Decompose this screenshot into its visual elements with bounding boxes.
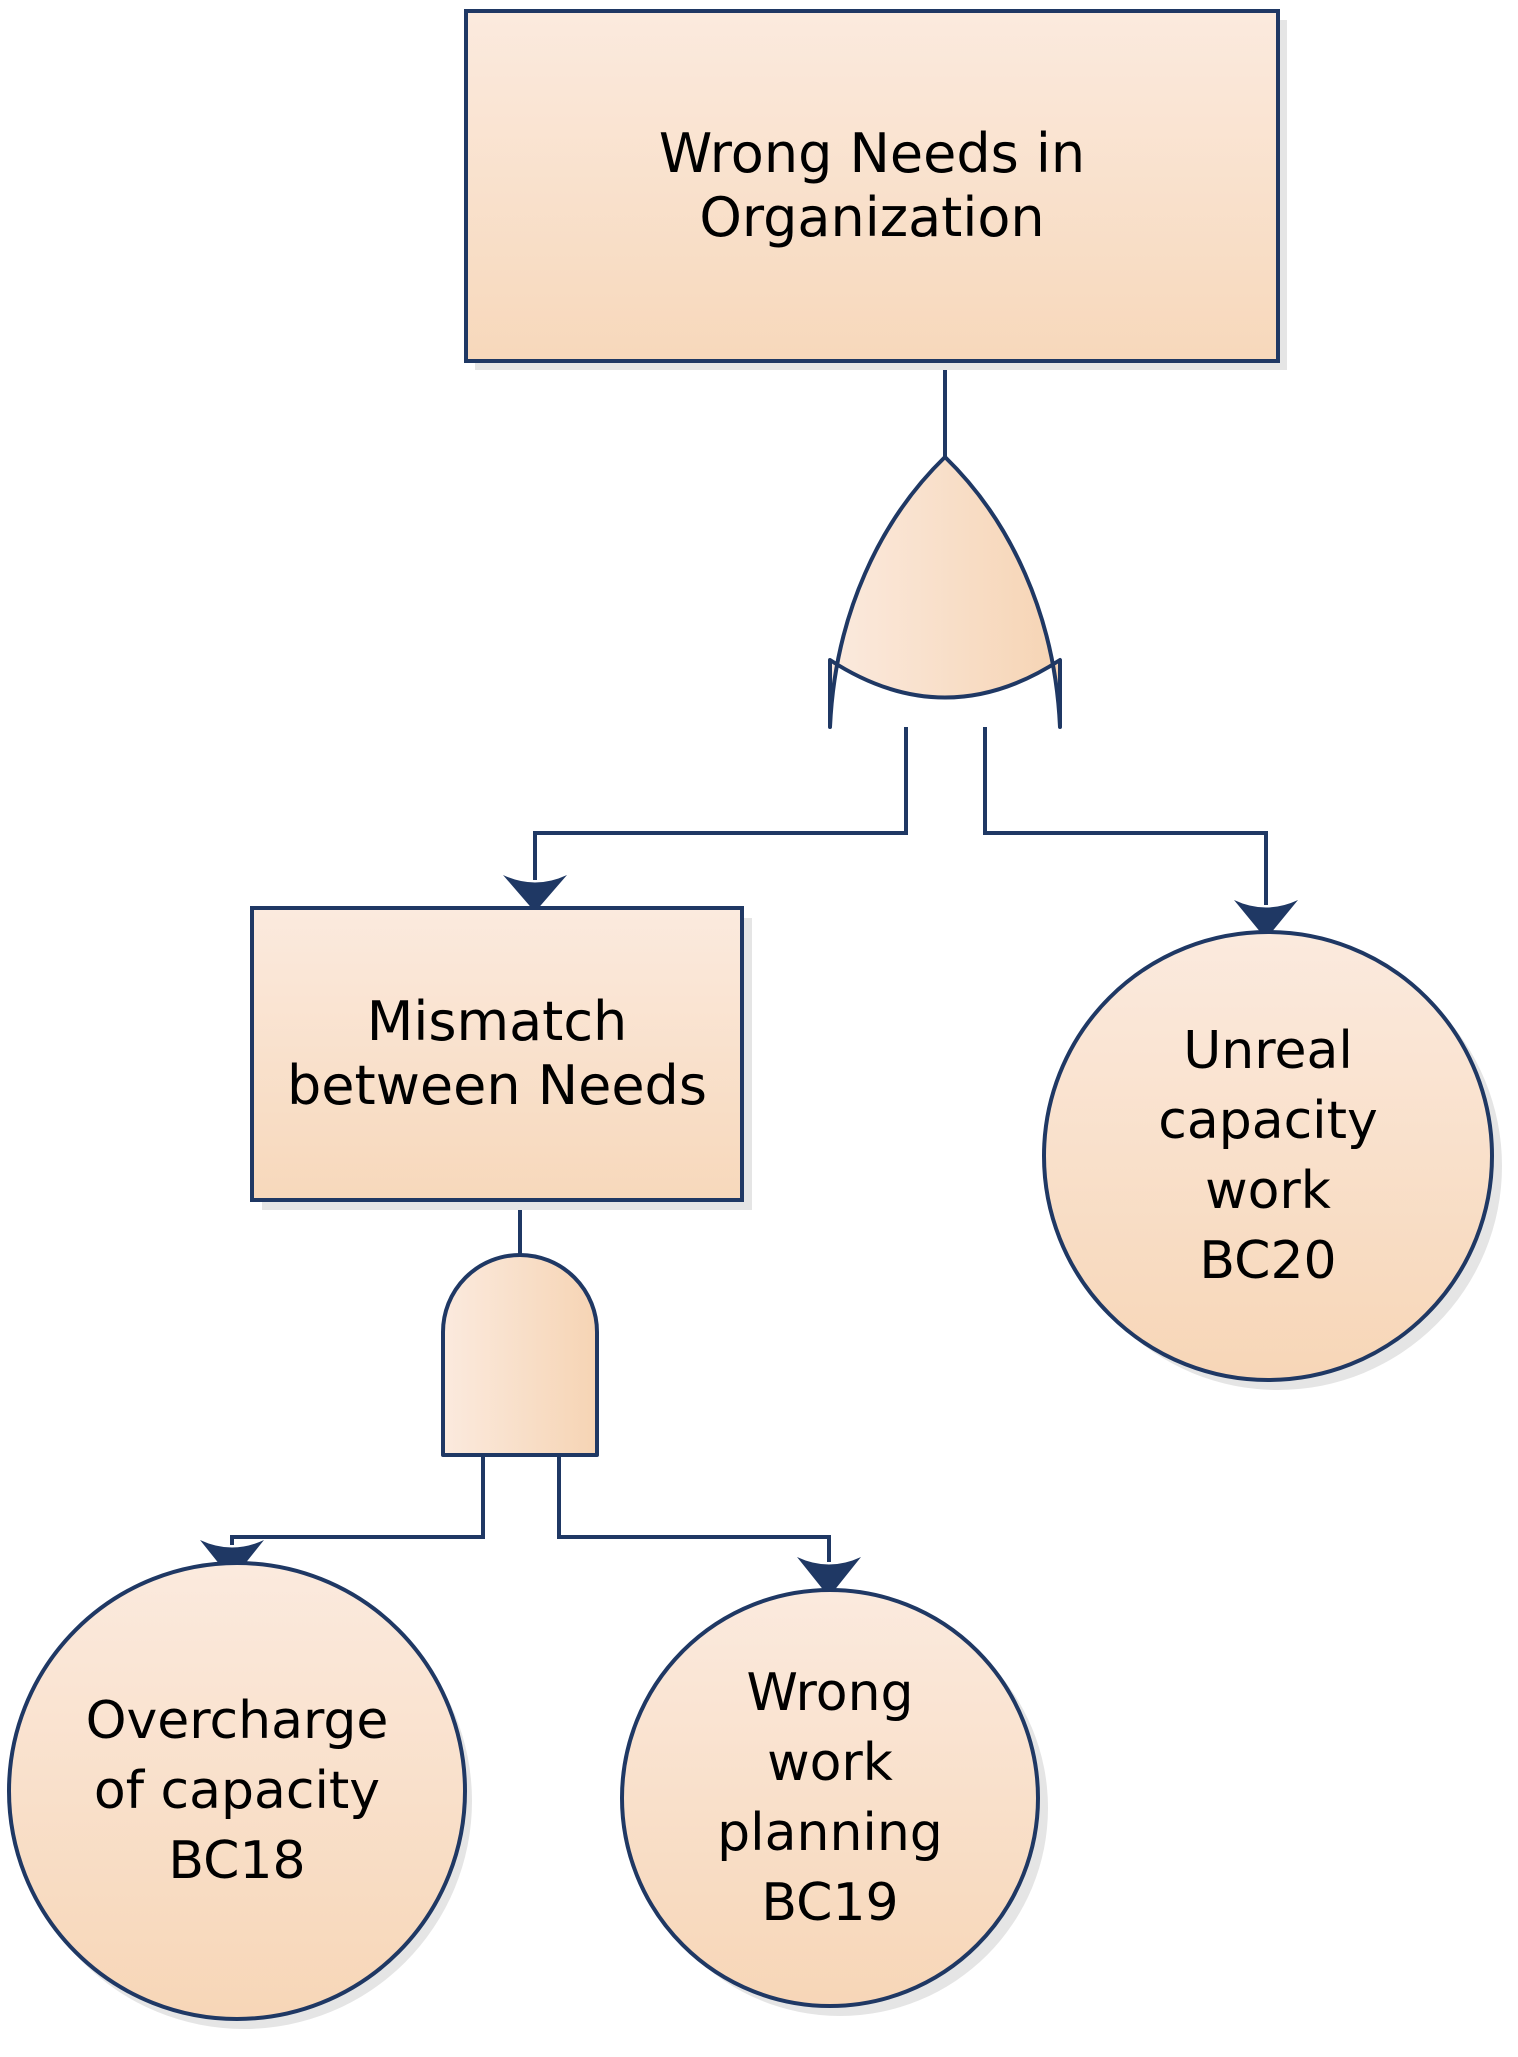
arrowhead-to-mismatch [503, 875, 567, 912]
arrow-heads [200, 875, 1298, 1597]
connector-lines [230, 360, 1268, 1562]
edge-and-to-bc19 [557, 1455, 831, 1562]
arrowhead-to-bc18 [200, 1540, 264, 1580]
arrowhead-to-bc20 [1234, 900, 1298, 939]
edge-or-to-bc20 [983, 727, 1268, 905]
edge-or-to-mismatch [533, 727, 908, 880]
and-gate[interactable] [441, 1253, 599, 1457]
top-event-box[interactable] [464, 9, 1280, 363]
bc19-circle[interactable] [620, 1588, 1040, 2008]
bc18-circle[interactable] [7, 1561, 467, 2021]
mismatch-box[interactable] [250, 906, 744, 1202]
or-gate[interactable] [828, 455, 1062, 729]
edge-and-to-bc18 [230, 1455, 485, 1545]
bc20-circle[interactable] [1042, 930, 1494, 1382]
arrowhead-to-bc19 [797, 1557, 861, 1597]
